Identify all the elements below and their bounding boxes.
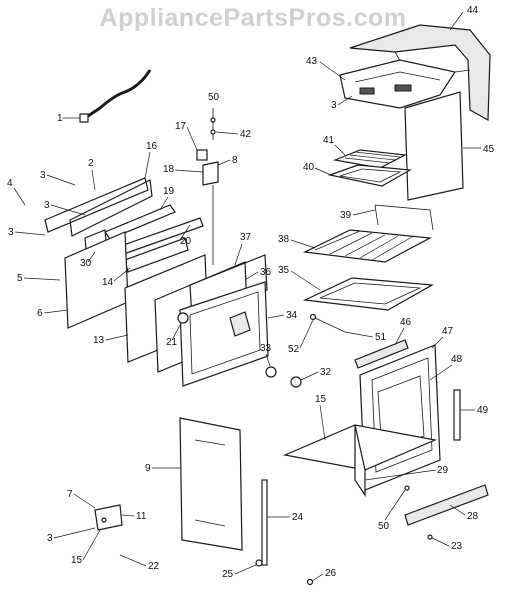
- callout-5: 5: [17, 273, 23, 284]
- part-45-side-panel: [404, 91, 464, 201]
- part-24-rod: [261, 479, 268, 566]
- callout-52: 52: [288, 344, 300, 355]
- callout-37: 37: [240, 232, 252, 243]
- callout-29: 29: [437, 465, 449, 476]
- callout-13: 13: [93, 335, 105, 346]
- callout-28: 28: [467, 511, 479, 522]
- callout-3-d: 3: [47, 533, 53, 544]
- callout-42: 42: [240, 129, 252, 140]
- callout-15-right: 15: [315, 394, 327, 405]
- callout-11: 11: [136, 511, 147, 522]
- callout-30: 30: [80, 258, 92, 269]
- callout-1: 1: [57, 113, 63, 124]
- part-19-channel: [104, 204, 176, 240]
- callout-16: 16: [146, 141, 158, 152]
- part-49-strip: [453, 389, 461, 441]
- callout-4: 4: [7, 178, 13, 189]
- part-46-trim: [354, 339, 409, 369]
- callout-47: 47: [442, 326, 454, 337]
- part-33-knob: [265, 366, 277, 378]
- callout-32: 32: [320, 367, 332, 378]
- part-32-knob: [290, 376, 302, 388]
- callout-23: 23: [451, 541, 463, 552]
- part-51-52-hardware: [309, 313, 346, 333]
- callout-43: 43: [306, 56, 318, 67]
- callout-20: 20: [180, 236, 192, 247]
- callout-3-a: 3: [40, 170, 46, 181]
- part-23-screw: [427, 534, 433, 540]
- callout-49: 49: [477, 405, 489, 416]
- callout-34: 34: [286, 310, 298, 321]
- callout-24: 24: [292, 512, 304, 523]
- callout-3-c: 3: [8, 227, 14, 238]
- part-16-bracket: [69, 179, 153, 237]
- part-38-oven-rack: [302, 229, 433, 263]
- part-1-power-cord: [79, 69, 152, 123]
- callout-18: 18: [163, 164, 175, 175]
- part-26-screw: [306, 578, 314, 586]
- part-9-back-panel: [179, 417, 243, 551]
- callout-39: 39: [340, 210, 352, 221]
- callout-45: 45: [483, 144, 495, 155]
- callout-33: 33: [260, 343, 272, 354]
- part-25-screw: [255, 559, 263, 567]
- part-50-lower-screw: [404, 485, 410, 491]
- part-6-panel: [64, 231, 129, 329]
- callout-15-left: 15: [71, 555, 83, 566]
- part-34-door: [179, 281, 269, 387]
- callout-36: 36: [260, 267, 272, 278]
- callout-51: 51: [375, 332, 387, 343]
- callout-9: 9: [145, 463, 151, 474]
- callout-38: 38: [278, 234, 290, 245]
- callout-44: 44: [467, 5, 479, 16]
- callout-2: 2: [88, 158, 94, 169]
- callout-17: 17: [175, 121, 187, 132]
- part-2-bracket: [44, 177, 149, 233]
- callout-8: 8: [232, 155, 238, 166]
- callout-14: 14: [102, 277, 114, 288]
- callout-21: 21: [166, 337, 178, 348]
- callout-50-bottom: 50: [378, 521, 390, 532]
- callout-41: 41: [323, 135, 335, 146]
- part-29-side: [354, 424, 366, 497]
- part-47-frame: [359, 344, 441, 491]
- callout-50-top: 50: [208, 92, 220, 103]
- callout-48: 48: [451, 354, 463, 365]
- callout-26: 26: [325, 568, 337, 579]
- callouts: 44 43 3 45 41 40 39 38 35 52 51 50 17: [7, 5, 495, 582]
- part-28-kick-plate: [404, 484, 489, 526]
- part-11-bracket: [94, 504, 123, 531]
- part-21-knob: [177, 312, 189, 324]
- callout-25: 25: [222, 569, 234, 580]
- part-41-broiler-grid: [332, 149, 408, 169]
- callout-7: 7: [67, 489, 73, 500]
- callout-46: 46: [400, 317, 412, 328]
- callout-19: 19: [163, 186, 175, 197]
- part-17-18-switch: [196, 108, 219, 265]
- callout-3-b: 3: [44, 200, 50, 211]
- callout-3-top: 3: [331, 100, 337, 111]
- callout-22: 22: [148, 561, 160, 572]
- watermark: AppliancePartsPros.com: [99, 4, 407, 32]
- part-43-vent-duct: [339, 59, 456, 109]
- callout-40: 40: [303, 162, 315, 173]
- callout-35: 35: [278, 265, 290, 276]
- callout-6: 6: [37, 308, 43, 319]
- part-39-rack-support: [374, 204, 434, 231]
- part-35-oven-bottom: [302, 277, 434, 311]
- part-40-broiler-pan: [327, 164, 412, 187]
